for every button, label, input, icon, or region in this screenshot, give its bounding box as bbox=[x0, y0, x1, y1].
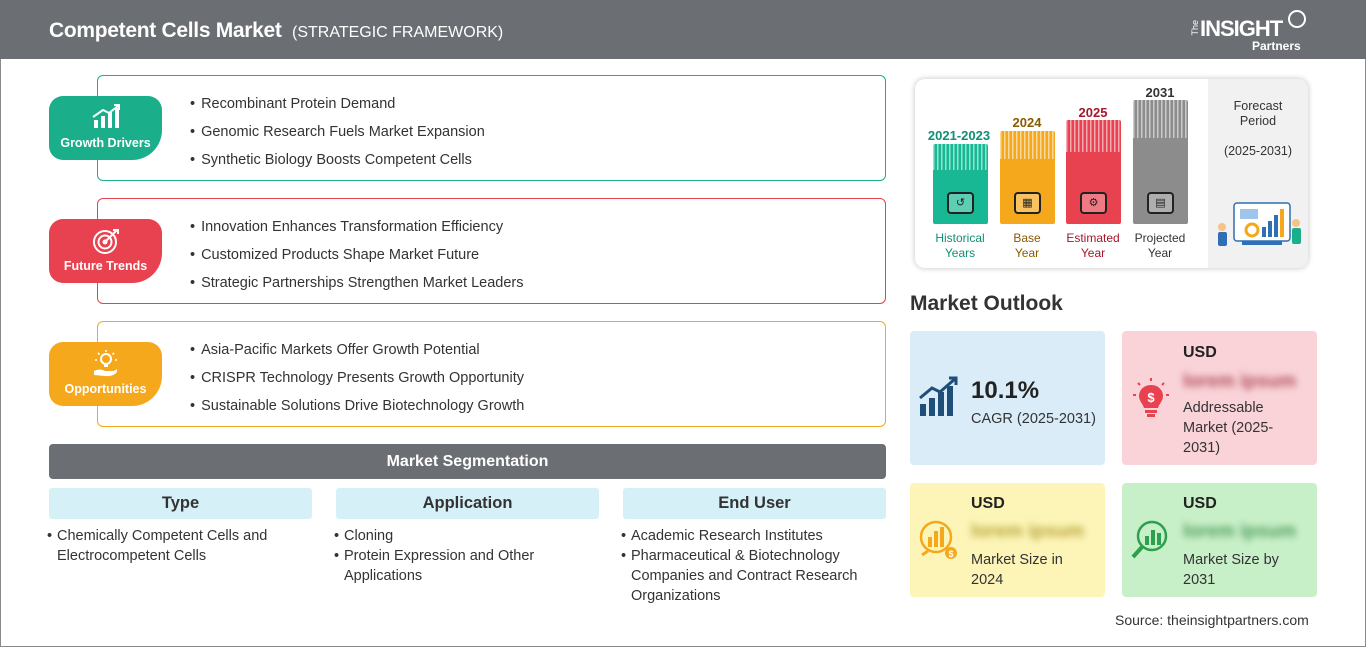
cagr-label: CAGR (2025-2031) bbox=[971, 411, 1096, 427]
growth-driver-item: Recombinant Protein Demand bbox=[190, 95, 485, 123]
timeline-year-base: 2024 bbox=[1012, 115, 1042, 130]
logo-insight: INSIGHT bbox=[1200, 16, 1283, 41]
history-icon: ↺ bbox=[947, 192, 974, 214]
cagr-box: 10.1% CAGR (2025-2031) bbox=[910, 331, 1105, 465]
list-item: Chemically Competent Cells and Electroco… bbox=[47, 526, 312, 566]
future-trend-item: Innovation Enhances Transformation Effic… bbox=[190, 218, 523, 246]
opportunity-item: Sustainable Solutions Drive Biotechnolog… bbox=[190, 397, 524, 425]
segment-end-user-header: End User bbox=[623, 488, 886, 519]
future-trends-card: Innovation Enhances Transformation Effic… bbox=[97, 198, 886, 304]
page-subtitle: (STRATEGIC FRAMEWORK) bbox=[292, 24, 504, 41]
target-icon bbox=[49, 227, 162, 258]
addressable-currency: USD bbox=[1183, 344, 1217, 361]
segment-application-list: Cloning Protein Expression and Other App… bbox=[334, 526, 594, 586]
forecast-period-label: Forecast Period (2025-2031) bbox=[1223, 99, 1293, 158]
market-segmentation-bar: Market Segmentation bbox=[49, 444, 886, 479]
dollar-bulb-icon: $ bbox=[1133, 378, 1169, 417]
growth-drivers-tag: Growth Drivers bbox=[49, 96, 162, 160]
segment-end-user-list: Academic Research Institutes Pharmaceuti… bbox=[621, 526, 881, 606]
addressable-label: Addressable Market (2025-2031) bbox=[1183, 400, 1274, 456]
addressable-market-box: $ USD lorem ipsum Addressable Market (20… bbox=[1122, 331, 1317, 465]
svg-text:$: $ bbox=[948, 549, 953, 559]
opportunity-item: Asia-Pacific Markets Offer Growth Potent… bbox=[190, 341, 524, 369]
lightbulb-hand-icon bbox=[49, 350, 162, 381]
insight-partners-logo[interactable]: The INSIGHT Partners bbox=[1190, 10, 1310, 53]
timeline-bar-base: ▦ bbox=[1000, 131, 1055, 224]
money-chart-icon: $ bbox=[919, 520, 957, 559]
logo-partners: Partners bbox=[1252, 39, 1301, 53]
timeline-bar-historical: ↺ bbox=[933, 144, 988, 224]
logo-the: The bbox=[1190, 20, 1200, 36]
gears-icon: ⚙ bbox=[1080, 192, 1107, 214]
header-bar: Competent Cells Market (STRATEGIC FRAMEW… bbox=[0, 0, 1366, 59]
bar-chart-growth-icon bbox=[49, 104, 162, 133]
future-trend-item: Strategic Partnerships Strengthen Market… bbox=[190, 274, 523, 302]
future-trends-tag: Future Trends bbox=[49, 219, 162, 283]
svg-text:$: $ bbox=[1147, 390, 1155, 405]
list-item: Cloning bbox=[334, 526, 594, 546]
addressable-value-blurred: lorem ipsum bbox=[1183, 371, 1296, 392]
timeline-year-projected: 2031 bbox=[1145, 85, 1175, 100]
list-item: Academic Research Institutes bbox=[621, 526, 881, 546]
segment-application-header: Application bbox=[336, 488, 599, 519]
segment-type-header: Type bbox=[49, 488, 312, 519]
list-item: Pharmaceutical & Biotechnology Companies… bbox=[621, 546, 881, 606]
future-trend-item: Customized Products Shape Market Future bbox=[190, 246, 523, 274]
size-2024-value-blurred: lorem ipsum bbox=[971, 521, 1084, 542]
growth-driver-item: Genomic Research Fuels Market Expansion bbox=[190, 123, 485, 151]
size-2024-currency: USD bbox=[971, 495, 1005, 512]
timeline-year-estimated: 2025 bbox=[1078, 105, 1108, 120]
opportunity-item: CRISPR Technology Presents Growth Opport… bbox=[190, 369, 524, 397]
timeline-bar-estimated: ⚙ bbox=[1066, 120, 1121, 224]
size-2024-label: Market Size in 2024 bbox=[971, 552, 1063, 588]
market-size-2024-box: $ USD lorem ipsum Market Size in 2024 bbox=[910, 483, 1105, 597]
calendar-icon: ▦ bbox=[1014, 192, 1041, 214]
page-title: Competent Cells Market bbox=[49, 19, 282, 42]
growth-drivers-card: Recombinant Protein Demand Genomic Resea… bbox=[97, 75, 886, 181]
market-outlook-title: Market Outlook bbox=[910, 292, 1063, 315]
market-size-2031-box: USD lorem ipsum Market Size by 2031 bbox=[1122, 483, 1317, 597]
presentation-icon: ▤ bbox=[1147, 192, 1174, 214]
segment-type-list: Chemically Competent Cells and Electroco… bbox=[47, 526, 312, 566]
opportunities-tag: Opportunities bbox=[49, 342, 162, 406]
timeline-bar-projected: ▤ bbox=[1133, 100, 1188, 224]
growth-drivers-label: Growth Drivers bbox=[60, 136, 151, 150]
analytics-dashboard-icon bbox=[1218, 202, 1301, 246]
size-2031-value-blurred: lorem ipsum bbox=[1183, 521, 1296, 542]
opportunities-label: Opportunities bbox=[64, 382, 147, 396]
source-credit[interactable]: Source: theinsightpartners.com bbox=[1115, 612, 1309, 628]
logo-ring-icon bbox=[1288, 10, 1306, 28]
opportunities-card: Asia-Pacific Markets Offer Growth Potent… bbox=[97, 321, 886, 427]
size-2031-currency: USD bbox=[1183, 495, 1217, 512]
growth-chart-icon bbox=[919, 376, 958, 416]
size-2031-label: Market Size by 2031 bbox=[1183, 552, 1279, 588]
list-item: Protein Expression and Other Application… bbox=[334, 546, 594, 586]
cagr-value: 10.1% bbox=[971, 377, 1040, 404]
future-trends-label: Future Trends bbox=[63, 259, 148, 273]
magnifier-chart-icon bbox=[1131, 520, 1168, 559]
timeline-year-historical: 2021-2023 bbox=[927, 128, 991, 143]
forecast-period-panel: Forecast Period (2025-2031) bbox=[1208, 79, 1308, 268]
growth-driver-item: Synthetic Biology Boosts Competent Cells bbox=[190, 151, 485, 179]
